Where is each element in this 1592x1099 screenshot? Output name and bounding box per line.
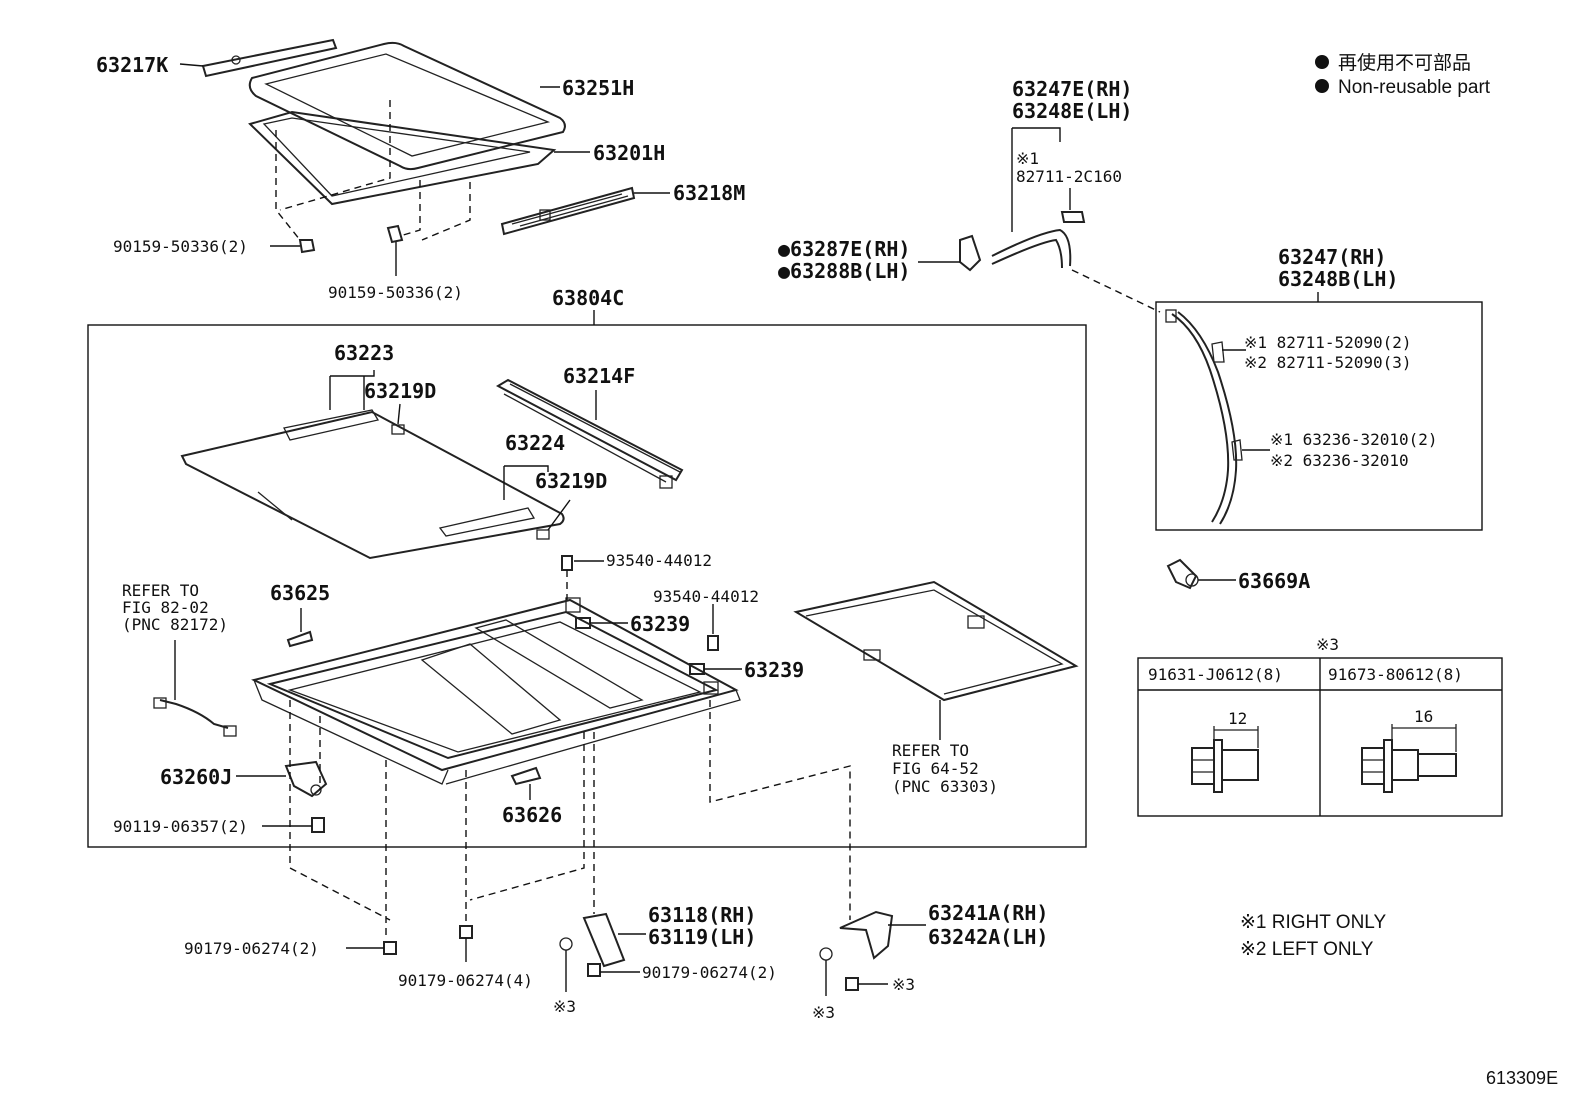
part-63626-drawing	[510, 766, 542, 786]
label-63625: 63625	[270, 581, 330, 605]
label-93540-a: 93540-44012	[606, 551, 712, 570]
bolt-90159-left	[298, 239, 316, 254]
label-dim-12: 12	[1228, 709, 1247, 728]
label-63218m: 63218M	[673, 181, 745, 205]
legend-jp: 再使用不可部品	[1338, 52, 1471, 74]
note-right-only: ※1 RIGHT ONLY	[1240, 912, 1386, 933]
label-63248e: 63248E(LH)	[1012, 99, 1132, 123]
label-63223: 63223	[334, 341, 394, 365]
part-63214f-rail	[495, 378, 684, 489]
bolt-93540-b	[707, 635, 719, 651]
label-63241a: 63241A(RH)	[928, 901, 1048, 925]
refer-a-line1: REFER TO	[122, 581, 199, 600]
wire-harness-drawing	[153, 697, 237, 737]
clip-82711-2c160	[1060, 211, 1086, 223]
part-63201h-glass	[248, 110, 557, 206]
label-mark3-c: ※3	[892, 975, 915, 994]
non-reusable-dot-icon	[1315, 55, 1329, 69]
label-63247: 63247(RH)	[1278, 245, 1386, 269]
hose-63247-drawing	[1165, 309, 1243, 525]
nut-90179-b	[459, 925, 473, 939]
label-clamp-2: ※2 63236-32010	[1270, 451, 1409, 470]
label-63217k: 63217K	[96, 53, 168, 77]
label-90119: 90119-06357(2)	[113, 817, 248, 836]
label-63287e: ●63287E(RH)	[778, 237, 910, 261]
label-mark3-a: ※3	[553, 997, 576, 1016]
label-63251h: 63251H	[562, 76, 634, 100]
label-63214f: 63214F	[563, 364, 635, 388]
label-63804c: 63804C	[552, 286, 624, 310]
label-63247e: 63247E(RH)	[1012, 77, 1132, 101]
label-mark3-box: ※3	[1316, 635, 1339, 654]
assembly-box-63804c	[87, 324, 1087, 848]
label-90179-a: 90179-06274(2)	[184, 939, 319, 958]
label-63219d-a: 63219D	[364, 379, 436, 403]
refer-a-line2: FIG 82-02	[122, 598, 209, 617]
hose-63247e-drawing	[959, 228, 1072, 272]
label-bolt-91673: 91673-80612(8)	[1328, 665, 1463, 684]
label-63626: 63626	[502, 803, 562, 827]
label-90159-a: 90159-50336(2)	[113, 237, 248, 256]
label-90179-c: 90179-06274(2)	[642, 963, 777, 982]
non-reusable-dot-icon	[1315, 79, 1329, 93]
label-63242a: 63242A(LH)	[928, 925, 1048, 949]
label-82711-2c160: 82711-2C160	[1016, 167, 1122, 186]
label-63118: 63118(RH)	[648, 903, 756, 927]
refer-b-line2: FIG 64-52	[892, 759, 979, 778]
hose-box-63247	[1155, 301, 1483, 531]
bolt-91631-drawing	[1191, 726, 1259, 793]
label-clamp-1: ※1 63236-32010(2)	[1270, 430, 1438, 449]
label-63219d-b: 63219D	[535, 469, 607, 493]
part-63217k-drawing	[201, 38, 338, 78]
label-63201h: 63201H	[593, 141, 665, 165]
label-63260j: 63260J	[160, 765, 232, 789]
nut-90179-a	[383, 941, 397, 955]
label-dim-16: 16	[1414, 707, 1433, 726]
label-63239-a: 63239	[630, 612, 690, 636]
label-63119: 63119(LH)	[648, 925, 756, 949]
sunshade-panel-drawing	[180, 409, 565, 560]
label-clip-2: ※2 82711-52090(3)	[1244, 353, 1412, 372]
label-mark3-b: ※3	[812, 1003, 835, 1022]
refer-a-line3: (PNC 82172)	[122, 615, 228, 634]
label-93540-b: 93540-44012	[653, 587, 759, 606]
part-63251h-weatherstrip	[248, 41, 566, 171]
legend-en: Non-reusable part	[1338, 77, 1491, 98]
part-63118-bracket	[559, 912, 626, 977]
label-90179-b: 90179-06274(4)	[398, 971, 533, 990]
bolt-93540-a	[561, 555, 573, 571]
part-63260j-drawing	[284, 760, 328, 798]
part-63625-drawing	[286, 630, 314, 648]
label-63224: 63224	[505, 431, 565, 455]
label-bolt-91631: 91631-J0612(8)	[1148, 665, 1283, 684]
label-90159-b: 90159-50336(2)	[328, 283, 463, 302]
part-63669a-drawing	[1166, 558, 1199, 590]
part-63218m-drawing	[500, 186, 636, 236]
label-63669a: 63669A	[1238, 569, 1310, 593]
label-63288b: ●63288B(LH)	[778, 259, 910, 283]
sunshade-63303-drawing	[793, 580, 1079, 702]
label-63248b: 63248B(LH)	[1278, 267, 1398, 291]
label-mark1-a: ※1	[1016, 149, 1039, 168]
label-63239-b: 63239	[744, 658, 804, 682]
refer-b-line1: REFER TO	[892, 741, 969, 760]
part-63241a-bracket	[819, 910, 894, 991]
refer-b-line3: (PNC 63303)	[892, 777, 998, 796]
bolt-90159-center	[386, 224, 404, 244]
note-left-only: ※2 LEFT ONLY	[1240, 939, 1374, 960]
sunroof-frame-drawing	[251, 597, 741, 785]
bolt-91673-drawing	[1361, 724, 1457, 793]
label-clip-1: ※1 82711-52090(2)	[1244, 333, 1412, 352]
bolt-90119	[311, 817, 325, 833]
figure-code: 613309E	[1486, 1068, 1558, 1088]
